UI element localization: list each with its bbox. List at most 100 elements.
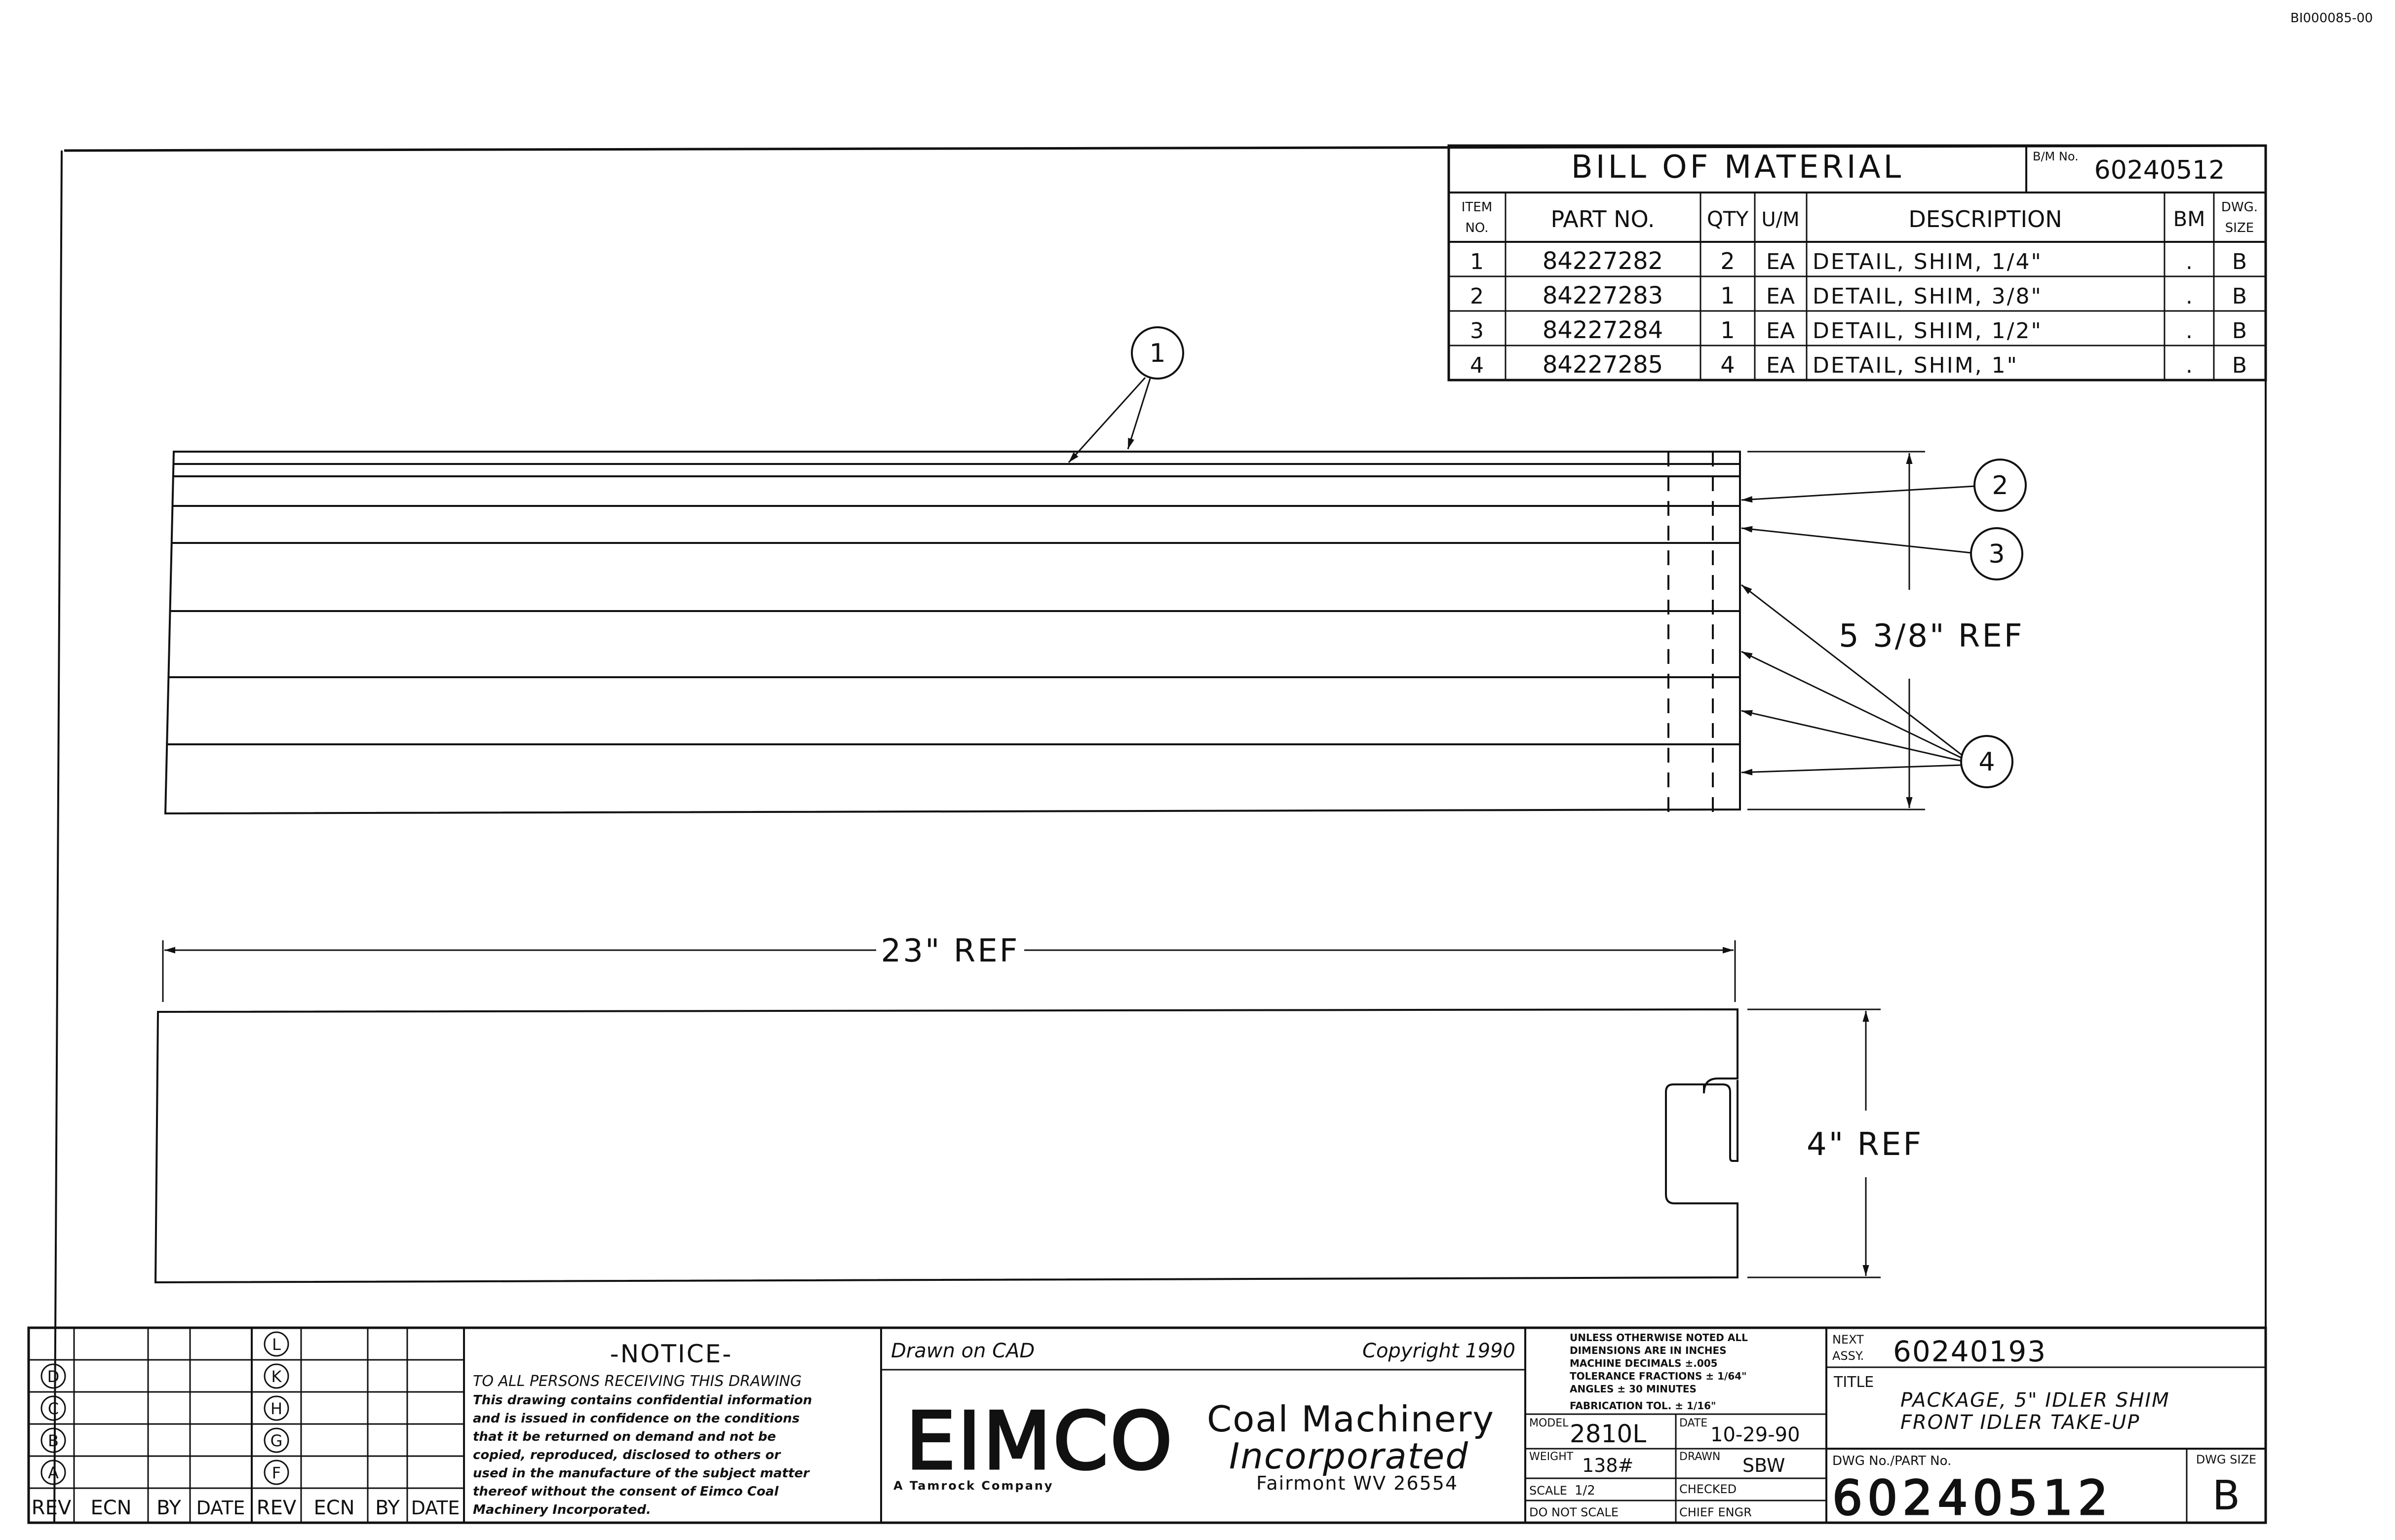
chief-engineer-label: CHIEF ENGR bbox=[1679, 1505, 1752, 1519]
checked-label: CHECKED bbox=[1679, 1482, 1737, 1496]
rev-header: REV bbox=[257, 1497, 297, 1519]
bom-row-size: B bbox=[2232, 353, 2247, 378]
company-block: Drawn on CAD Copyright 1990 EIMCO Coal M… bbox=[881, 1340, 1525, 1494]
notice-line: and is issued in confidence on the condi… bbox=[473, 1411, 800, 1426]
notice-line: copied, reproduced, disclosed to others … bbox=[473, 1448, 781, 1463]
rev-letter-right: G bbox=[270, 1431, 283, 1450]
date-value: 10-29-90 bbox=[1710, 1424, 1800, 1446]
corner-id: BI000085-00 bbox=[2290, 11, 2373, 26]
balloon-1-label: 1 bbox=[1149, 339, 1165, 368]
bom-header-qty: QTY bbox=[1707, 207, 1749, 231]
balloon-4-label: 4 bbox=[1978, 747, 1995, 777]
bom-row-qty: 2 bbox=[1720, 248, 1735, 274]
bom-row: 2 84227283 1 EA DETAIL, SHIM, 3/8" . B bbox=[1470, 282, 2247, 309]
rev-header: ECN bbox=[313, 1497, 354, 1519]
bom-row-part-no: 84227285 bbox=[1543, 351, 1663, 379]
bom-row-um: EA bbox=[1766, 353, 1795, 378]
rev-letter-right: H bbox=[270, 1399, 282, 1418]
title-block: D C B A L K H G F REV ECN BY DATE REV EC… bbox=[27, 1326, 2267, 1527]
bom-header-description: DESCRIPTION bbox=[1908, 206, 2062, 232]
bom-row-qty: 4 bbox=[1720, 351, 1735, 378]
drawn-label: DRAWN bbox=[1679, 1451, 1720, 1463]
length-dimension-label: 23" REF bbox=[881, 933, 1020, 969]
model-value: 2810L bbox=[1570, 1420, 1646, 1448]
bom-row-item: 1 bbox=[1470, 249, 1484, 274]
company-location: Fairmont WV 26554 bbox=[1256, 1472, 1458, 1494]
bom-row-item: 2 bbox=[1470, 284, 1484, 309]
bom-row-size: B bbox=[2232, 318, 2247, 344]
bom-row-part-no: 84227284 bbox=[1543, 316, 1663, 344]
drawing-title-line1: PACKAGE, 5" IDLER SHIM bbox=[1900, 1389, 2170, 1412]
bom-row-item: 4 bbox=[1470, 353, 1484, 378]
rev-header: BY bbox=[375, 1497, 400, 1519]
bom-header-um: U/M bbox=[1761, 208, 1799, 231]
drawing-title-line2: FRONT IDLER TAKE-UP bbox=[1900, 1411, 2140, 1434]
bom-row-um: EA bbox=[1766, 284, 1795, 309]
bom-row-size: B bbox=[2232, 284, 2247, 309]
next-assy-number: 60240193 bbox=[1893, 1335, 2047, 1368]
bom-row-part-no: 84227283 bbox=[1543, 282, 1663, 309]
balloon-1: 1 bbox=[1068, 326, 1184, 463]
bom-row-um: EA bbox=[1766, 249, 1795, 274]
tolerance-block: UNLESS OTHERWISE NOTED ALL DIMENSIONS AR… bbox=[1524, 1328, 1827, 1523]
bom-row-description: DETAIL, SHIM, 1" bbox=[1813, 353, 2018, 378]
rev-letter-right: L bbox=[272, 1335, 281, 1354]
bom-row-bm: . bbox=[2186, 353, 2193, 378]
bom-row-qty: 1 bbox=[1720, 282, 1735, 309]
company-tagline: A Tamrock Company bbox=[893, 1479, 1054, 1493]
shim-plan-view bbox=[154, 1008, 1738, 1284]
bom-row-size: B bbox=[2232, 249, 2247, 274]
dwg-size: B bbox=[2212, 1472, 2240, 1519]
bom-row-qty: 1 bbox=[1720, 317, 1735, 344]
weight-label: WEIGHT bbox=[1529, 1451, 1574, 1463]
tolerance-note: FABRICATION TOL. ± 1/16" bbox=[1570, 1400, 1716, 1412]
bom-row-bm: . bbox=[2186, 318, 2193, 344]
company-name-line1: Coal Machinery bbox=[1207, 1398, 1495, 1440]
bom-number: 60240512 bbox=[2094, 155, 2225, 185]
bom-header-size: SIZE bbox=[2225, 221, 2254, 235]
bom-header-bm: BM bbox=[2173, 207, 2205, 231]
bom-row-item: 3 bbox=[1470, 318, 1484, 344]
notice-line: Machinery Incorporated. bbox=[473, 1502, 651, 1517]
scale-label: SCALE bbox=[1529, 1484, 1567, 1498]
bom-header-dwg: DWG. bbox=[2221, 200, 2258, 215]
bom-row-description: DETAIL, SHIM, 3/8" bbox=[1813, 284, 2043, 309]
tolerance-note: MACHINE DECIMALS ±.005 bbox=[1570, 1357, 1718, 1369]
notice-line: This drawing contains confidential infor… bbox=[473, 1393, 812, 1408]
bom-row-bm: . bbox=[2186, 284, 2193, 309]
revision-block: D C B A L K H G F REV ECN BY DATE REV EC… bbox=[29, 1328, 465, 1523]
model-label: MODEL bbox=[1529, 1417, 1569, 1429]
balloon-3-label: 3 bbox=[1988, 539, 2005, 569]
bill-of-material-table: BILL OF MATERIAL B/M No. 60240512 ITEM N… bbox=[1447, 144, 2267, 382]
notice-line: thereof without the consent of Eimco Coa… bbox=[473, 1484, 779, 1499]
dwg-number-label: DWG No./PART No. bbox=[1832, 1454, 1951, 1468]
bom-header-part-no: PART NO. bbox=[1551, 206, 1655, 232]
bom-row-part-no: 84227282 bbox=[1543, 247, 1663, 275]
tolerance-note: ANGLES ± 30 MINUTES bbox=[1570, 1383, 1697, 1395]
do-not-scale: DO NOT SCALE bbox=[1529, 1505, 1619, 1519]
weight-value: 138# bbox=[1582, 1455, 1633, 1476]
rev-header: DATE bbox=[196, 1497, 245, 1519]
notice-line: that it be returned on demand and not be bbox=[473, 1429, 776, 1444]
drawing-title-block: NEXT ASSY. 60240193 TITLE PACKAGE, 5" ID… bbox=[1826, 1333, 2266, 1527]
bom-number-label: B/M No. bbox=[2033, 150, 2079, 163]
bom-title: BILL OF MATERIAL bbox=[1571, 149, 1904, 186]
notice-line: TO ALL PERSONS RECEIVING THIS DRAWING bbox=[473, 1373, 802, 1390]
rev-letter-left: D bbox=[47, 1367, 60, 1386]
rev-letter-right: F bbox=[272, 1463, 281, 1482]
tolerance-note: UNLESS OTHERWISE NOTED ALL bbox=[1570, 1332, 1748, 1344]
copyright: Copyright 1990 bbox=[1362, 1340, 1515, 1362]
bom-row-bm: . bbox=[2186, 249, 2193, 274]
balloon-2-label: 2 bbox=[1992, 471, 2008, 500]
bom-row-description: DETAIL, SHIM, 1/2" bbox=[1813, 318, 2043, 344]
dwg-number: 60240512 bbox=[1832, 1470, 2113, 1526]
company-name-line2: Incorporated bbox=[1229, 1435, 1469, 1477]
length-dimension: 23" REF bbox=[162, 933, 1736, 1002]
tolerance-note: TOLERANCE FRACTIONS ± 1/64" bbox=[1570, 1370, 1747, 1382]
rev-letter-right: K bbox=[271, 1367, 282, 1386]
rev-header: REV bbox=[32, 1497, 72, 1519]
title-label: TITLE bbox=[1833, 1374, 1874, 1391]
bom-row-um: EA bbox=[1766, 318, 1795, 344]
bom-header-item: ITEM bbox=[1462, 200, 1492, 215]
rev-letter-left: C bbox=[48, 1399, 59, 1418]
